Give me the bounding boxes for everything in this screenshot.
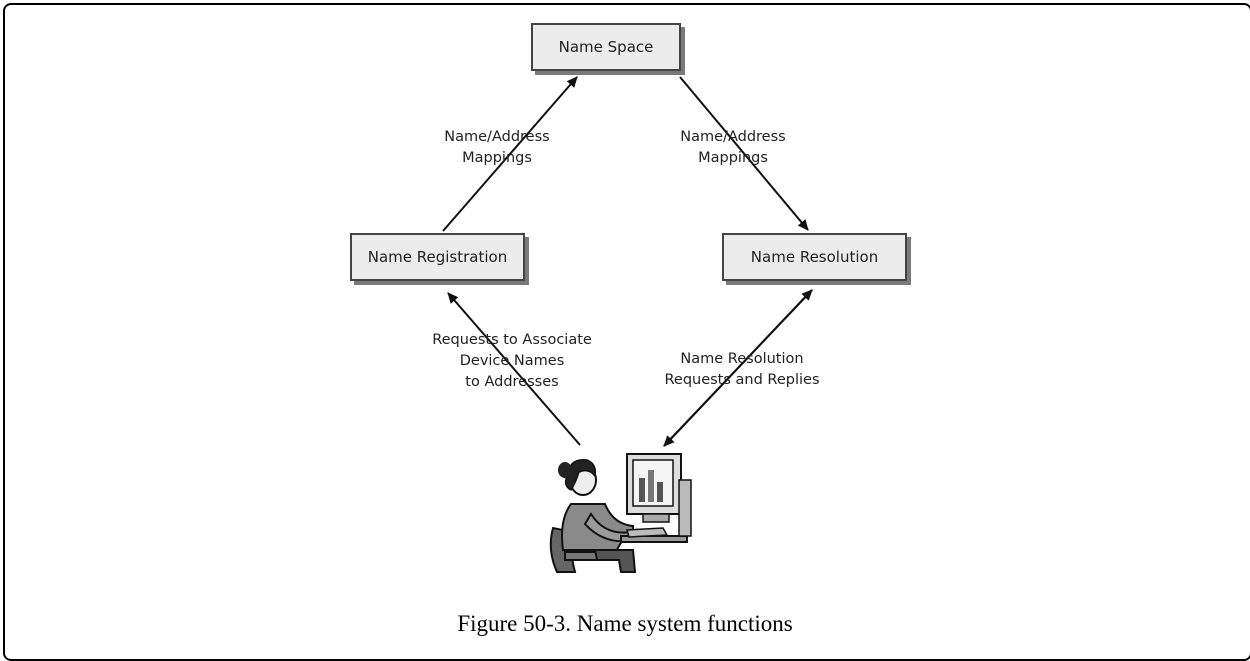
node-name-space: Name Space: [531, 23, 681, 71]
edge-user-to-resolution: [663, 289, 813, 447]
edge-label-left-top: Name/Address Mappings: [412, 127, 582, 169]
node-name-resolution: Name Resolution: [722, 233, 907, 281]
edge-namespace-to-resolution: [679, 76, 809, 231]
edge-label-line: Requests to Associate: [432, 332, 592, 348]
edge-registration-to-namespace: [442, 76, 578, 232]
figure-caption: Figure 50-3. Name system functions: [457, 611, 793, 636]
edge-label-line: Name/Address: [444, 129, 550, 145]
edge-label-left-bottom: Requests to Associate Device Names to Ad…: [402, 330, 622, 393]
edge-label-line: Mappings: [462, 150, 532, 166]
edge-user-to-registration: [447, 292, 581, 446]
edge-label-right-bottom: Name Resolution Requests and Replies: [632, 349, 852, 391]
edge-label-right-top: Name/Address Mappings: [648, 127, 818, 169]
node-name-registration: Name Registration: [350, 233, 525, 281]
edge-label-line: Name Resolution: [680, 351, 804, 367]
person-at-computer-icon: [549, 453, 692, 573]
edge-label-line: to Addresses: [465, 374, 559, 390]
edge-label-line: Device Names: [459, 353, 565, 369]
edge-label-line: Name/Address: [680, 129, 786, 145]
edge-label-line: Requests and Replies: [664, 372, 820, 388]
edge-label-line: Mappings: [698, 150, 768, 166]
